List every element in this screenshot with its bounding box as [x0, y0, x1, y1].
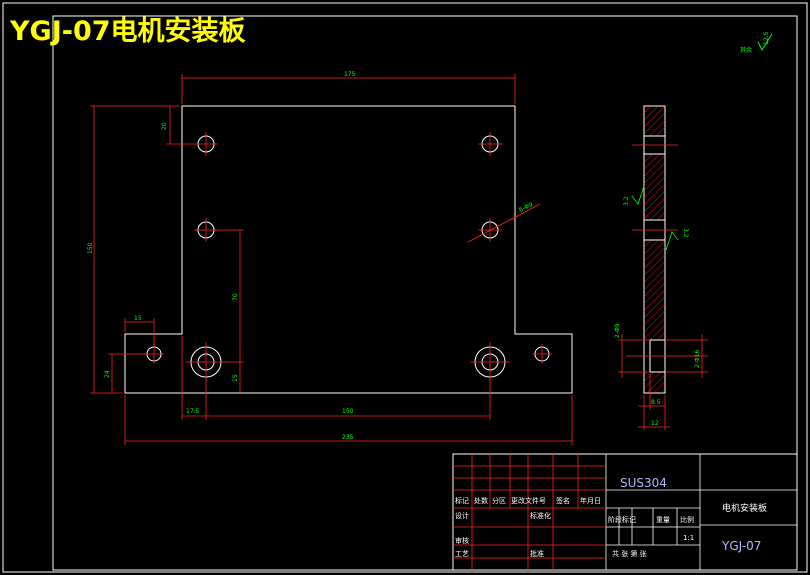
tb-review: 审核: [455, 536, 469, 545]
tb-process: 工艺: [455, 550, 469, 558]
roughness-symbol: 其余 12.5: [740, 31, 773, 54]
hatch-upper: [644, 154, 665, 220]
tb-standardize: 标准化: [530, 511, 551, 520]
tb-approve: 批准: [530, 549, 544, 558]
title-block: 标记 处数 分区 更改文件号 签名 年月日 设计 标准化 审核 工艺 批准 SU…: [452, 453, 798, 571]
hatch-lower: [644, 240, 665, 340]
side-depth: 8.5: [651, 399, 661, 406]
mounting-holes: [146, 135, 550, 378]
center-lines: [144, 132, 552, 382]
dim-hole-vertical: 70: [232, 293, 239, 301]
tb-stage-mark: 阶段标记: [608, 515, 636, 524]
tb-part-name: 电机安装板: [722, 502, 767, 514]
dim-bottom-hole-offset: 15: [232, 374, 239, 382]
roughness-value: 12.5: [763, 31, 770, 45]
tb-sheets: 共 张 第 张: [612, 549, 647, 558]
dim-overall-width: 235: [342, 434, 354, 441]
title-block-header-row: 标记 处数 分区 更改文件号 签名 年月日: [455, 496, 601, 505]
roughness-label: 其余: [740, 46, 752, 54]
dim-hole-left: 17.5: [186, 408, 200, 415]
header-cell: 签名: [556, 496, 570, 505]
tb-weight: 重量: [656, 516, 670, 524]
dim-top-hole-offset: 20: [161, 122, 168, 130]
header-cell: 年月日: [580, 496, 601, 505]
side-hole-right: 2-Φ16: [694, 349, 701, 368]
tb-scale: 1:1: [683, 534, 694, 542]
side-roughness-marks: [631, 185, 679, 251]
dim-hole-spec: 6-Φ9: [518, 201, 534, 214]
header-cell: 分区: [492, 496, 506, 505]
side-roughness-2: 3.2: [682, 228, 689, 238]
header-cell: 更改文件号: [511, 496, 546, 505]
tb-drawing-no: YGJ-07: [721, 539, 761, 553]
hatch-bottom: [644, 372, 665, 393]
side-thickness: 12: [651, 420, 659, 427]
tb-design: 设计: [455, 511, 469, 520]
dim-tab-height: 24: [104, 370, 111, 378]
plate-outline: [124, 105, 573, 394]
drawing-title: YGJ-07电机安装板: [9, 16, 246, 47]
tb-ratio: 比例: [680, 515, 694, 524]
side-hole-left: 2-Φ9: [614, 323, 621, 338]
dim-tab-width: 15: [134, 315, 142, 322]
side-roughness-1: 3.2: [623, 196, 630, 206]
tb-material: SUS304: [620, 476, 667, 490]
hatch-top: [644, 106, 665, 136]
header-cell: 处数: [474, 496, 488, 505]
dim-top-width: 175: [344, 71, 356, 78]
side-center-lines: [618, 144, 708, 430]
header-cell: 标记: [455, 496, 469, 505]
side-view: 3.2 3.2 2-Φ9 2-Φ16 8.5 12: [614, 105, 708, 430]
inner-border: [52, 15, 798, 571]
dim-left-height: 150: [87, 242, 94, 254]
front-view: 175 20 150 70 6-Φ9 15 24 15 17.5 150 235: [87, 71, 573, 445]
dim-hole-span: 150: [342, 408, 354, 415]
dimension-lines: [90, 74, 573, 445]
